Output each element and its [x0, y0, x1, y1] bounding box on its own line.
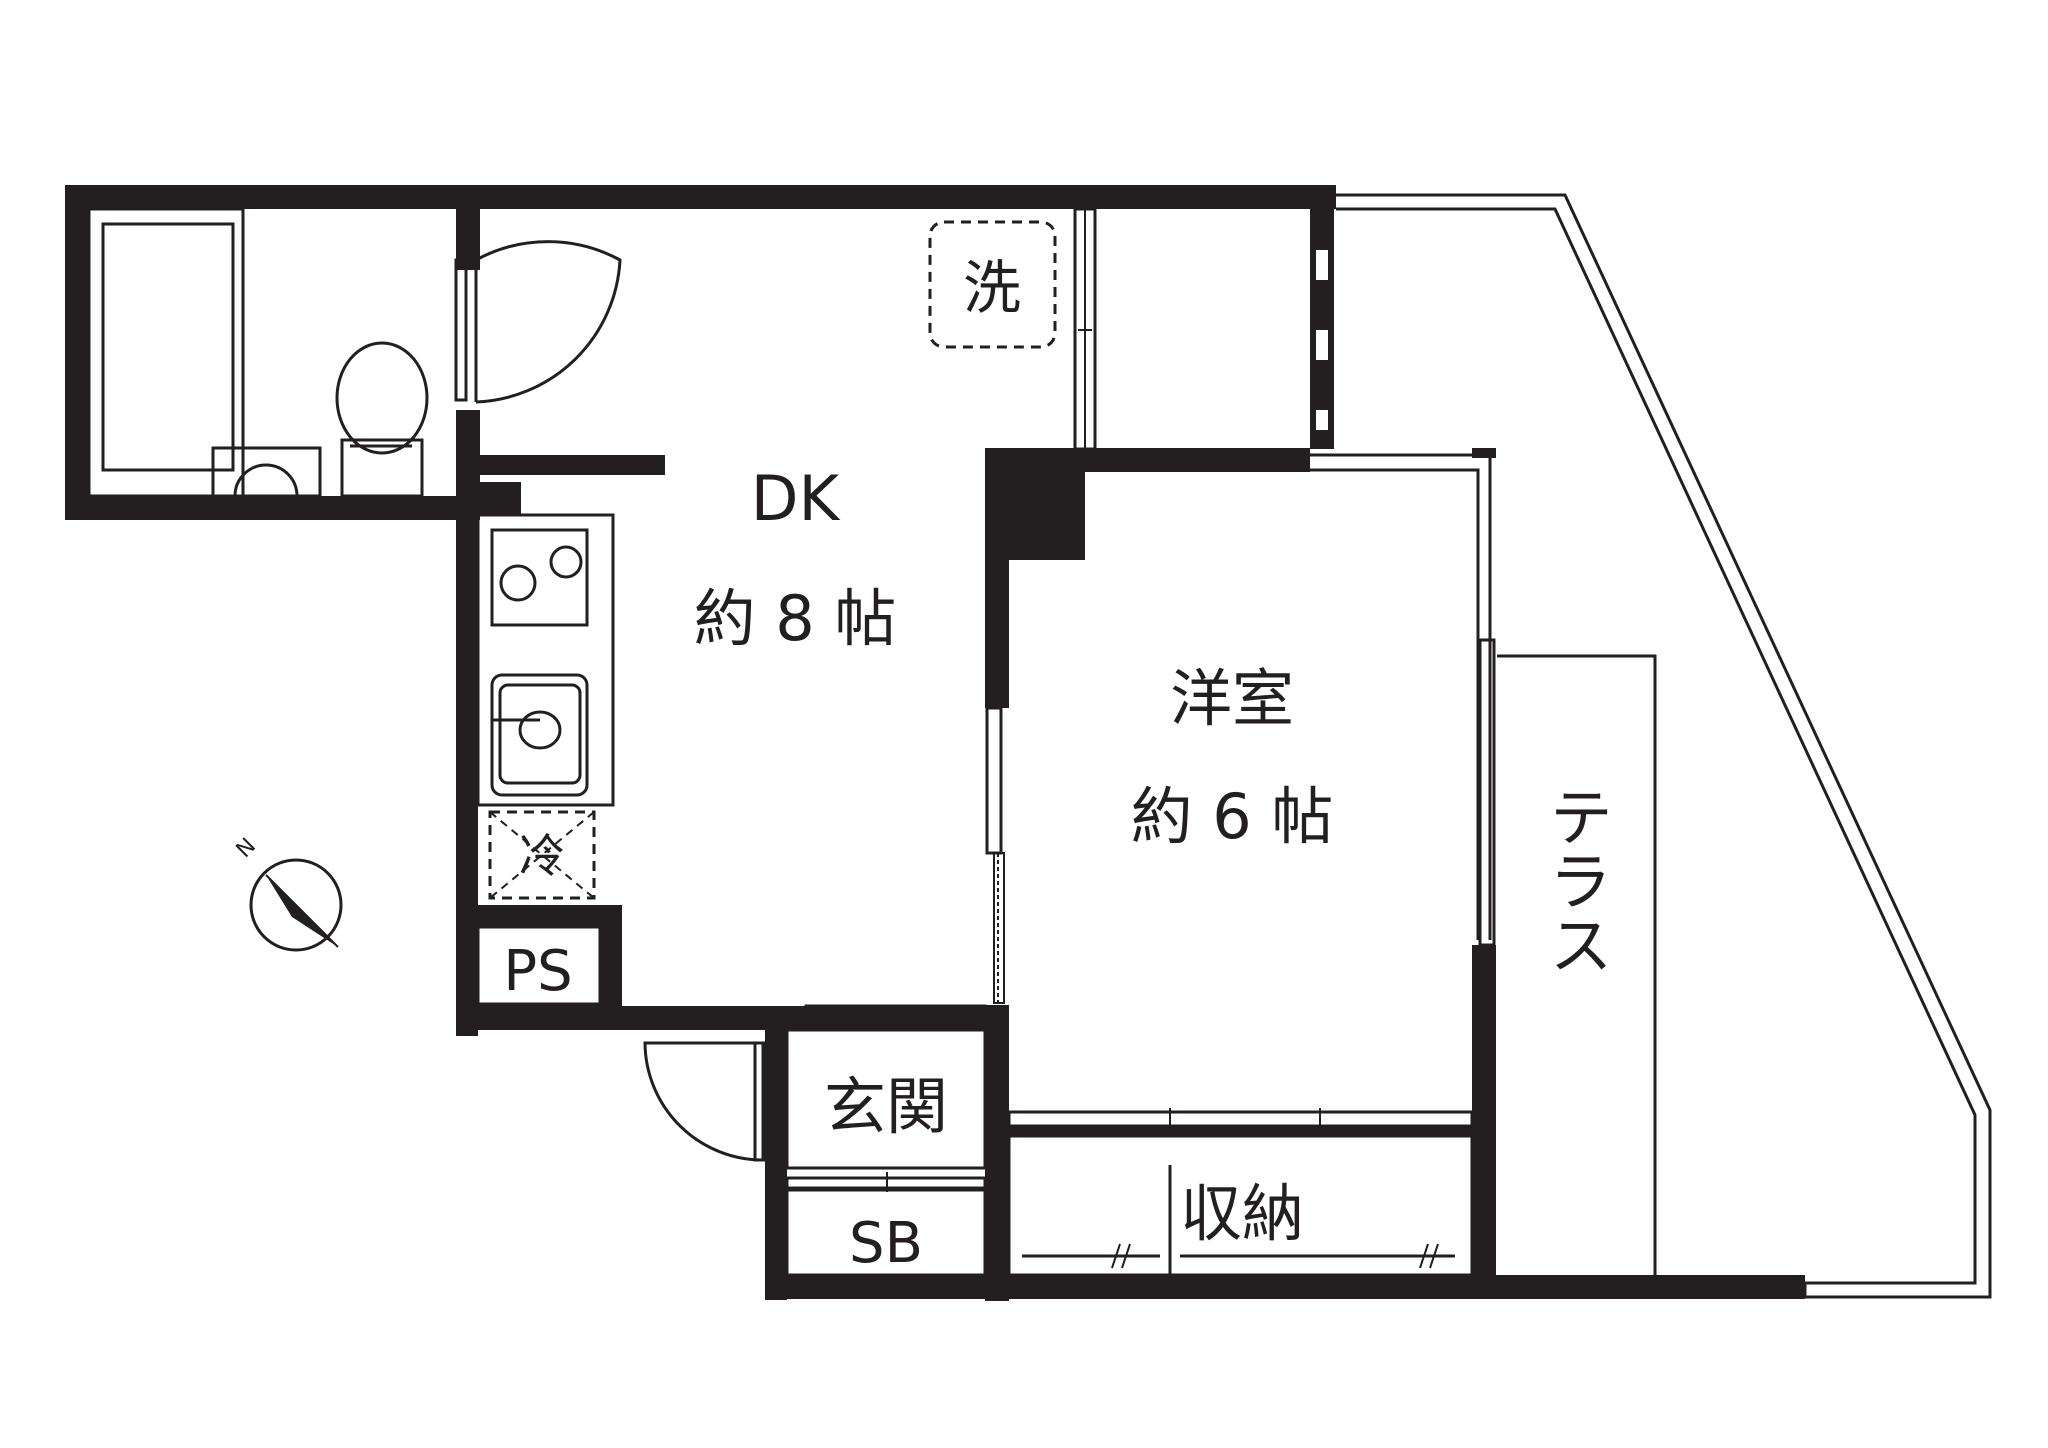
- compass: N: [232, 834, 343, 952]
- fridge-label: 冷: [519, 829, 565, 883]
- entrance: [785, 1028, 987, 1170]
- pipe-space: [476, 925, 602, 1006]
- pipe-space-label: PS: [503, 939, 572, 1004]
- dk-name: DK: [751, 462, 841, 535]
- dk-room-door: [985, 706, 1005, 1004]
- storage: [1007, 1108, 1474, 1277]
- storage-label: 収納: [1180, 1177, 1304, 1250]
- terrace-outline: [1310, 193, 1992, 1299]
- terrace-label: テラス: [1538, 784, 1612, 976]
- kitchen: [476, 513, 615, 900]
- compass-label: N: [232, 834, 261, 863]
- western-room-name: 洋室: [1170, 662, 1294, 735]
- shoe-box-label: SB: [849, 1211, 923, 1276]
- washer-label: 洗: [963, 254, 1021, 322]
- bathroom: [87, 207, 622, 498]
- entrance-door: [643, 1041, 767, 1162]
- entrance-label: 玄関: [824, 1070, 948, 1143]
- dk-size: 約 8 帖: [694, 582, 897, 655]
- shoe-box: [785, 1188, 987, 1277]
- western-room-size: 約 6 帖: [1131, 780, 1334, 853]
- upper-windows: [1073, 207, 1334, 451]
